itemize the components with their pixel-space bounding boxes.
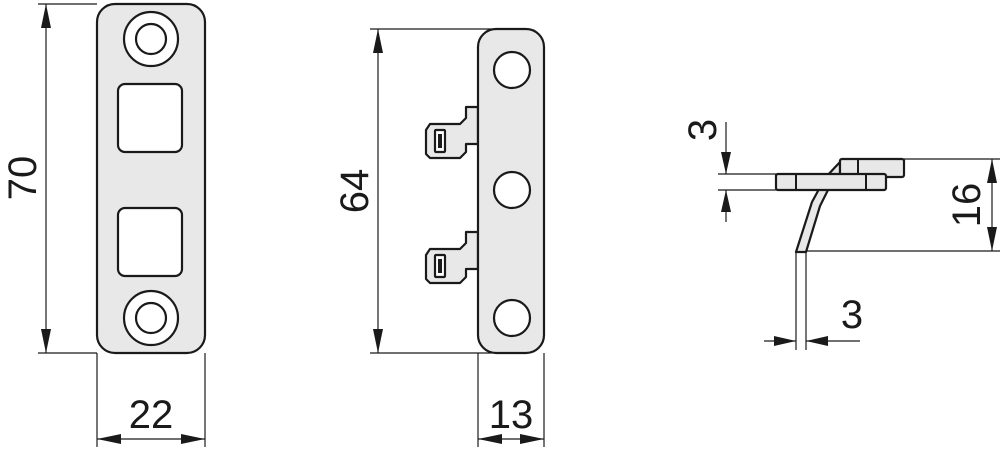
spring-strike-view: 64 13 xyxy=(333,27,546,447)
spring-middle-hole xyxy=(492,170,532,210)
spring-height-label: 64 xyxy=(333,169,377,214)
bottom-countersunk-hole-inner xyxy=(134,301,168,335)
spring-bottom-hole xyxy=(492,298,532,338)
plate-height-label: 70 xyxy=(1,156,45,201)
spring-width-label: 13 xyxy=(489,393,534,437)
lower-clip xyxy=(424,230,480,285)
lower-flange xyxy=(774,172,888,192)
lower-clip-slot-inner xyxy=(438,259,442,273)
thickness-side-label: 3 xyxy=(681,119,725,141)
thickness-bottom-label: 3 xyxy=(841,293,863,337)
top-countersunk-hole-inner xyxy=(134,22,168,56)
strike-plate-front-view: 70 22 xyxy=(1,2,207,447)
upper-clip xyxy=(424,105,480,160)
upper-square-opening xyxy=(116,82,184,154)
offset-height-label: 16 xyxy=(945,183,989,228)
spring-top-hole xyxy=(492,50,532,90)
lower-square-opening xyxy=(116,206,184,278)
plate-width-label: 22 xyxy=(129,393,174,437)
upper-clip-slot-inner xyxy=(438,134,442,148)
profile-view: 3 16 3 xyxy=(681,119,1000,350)
